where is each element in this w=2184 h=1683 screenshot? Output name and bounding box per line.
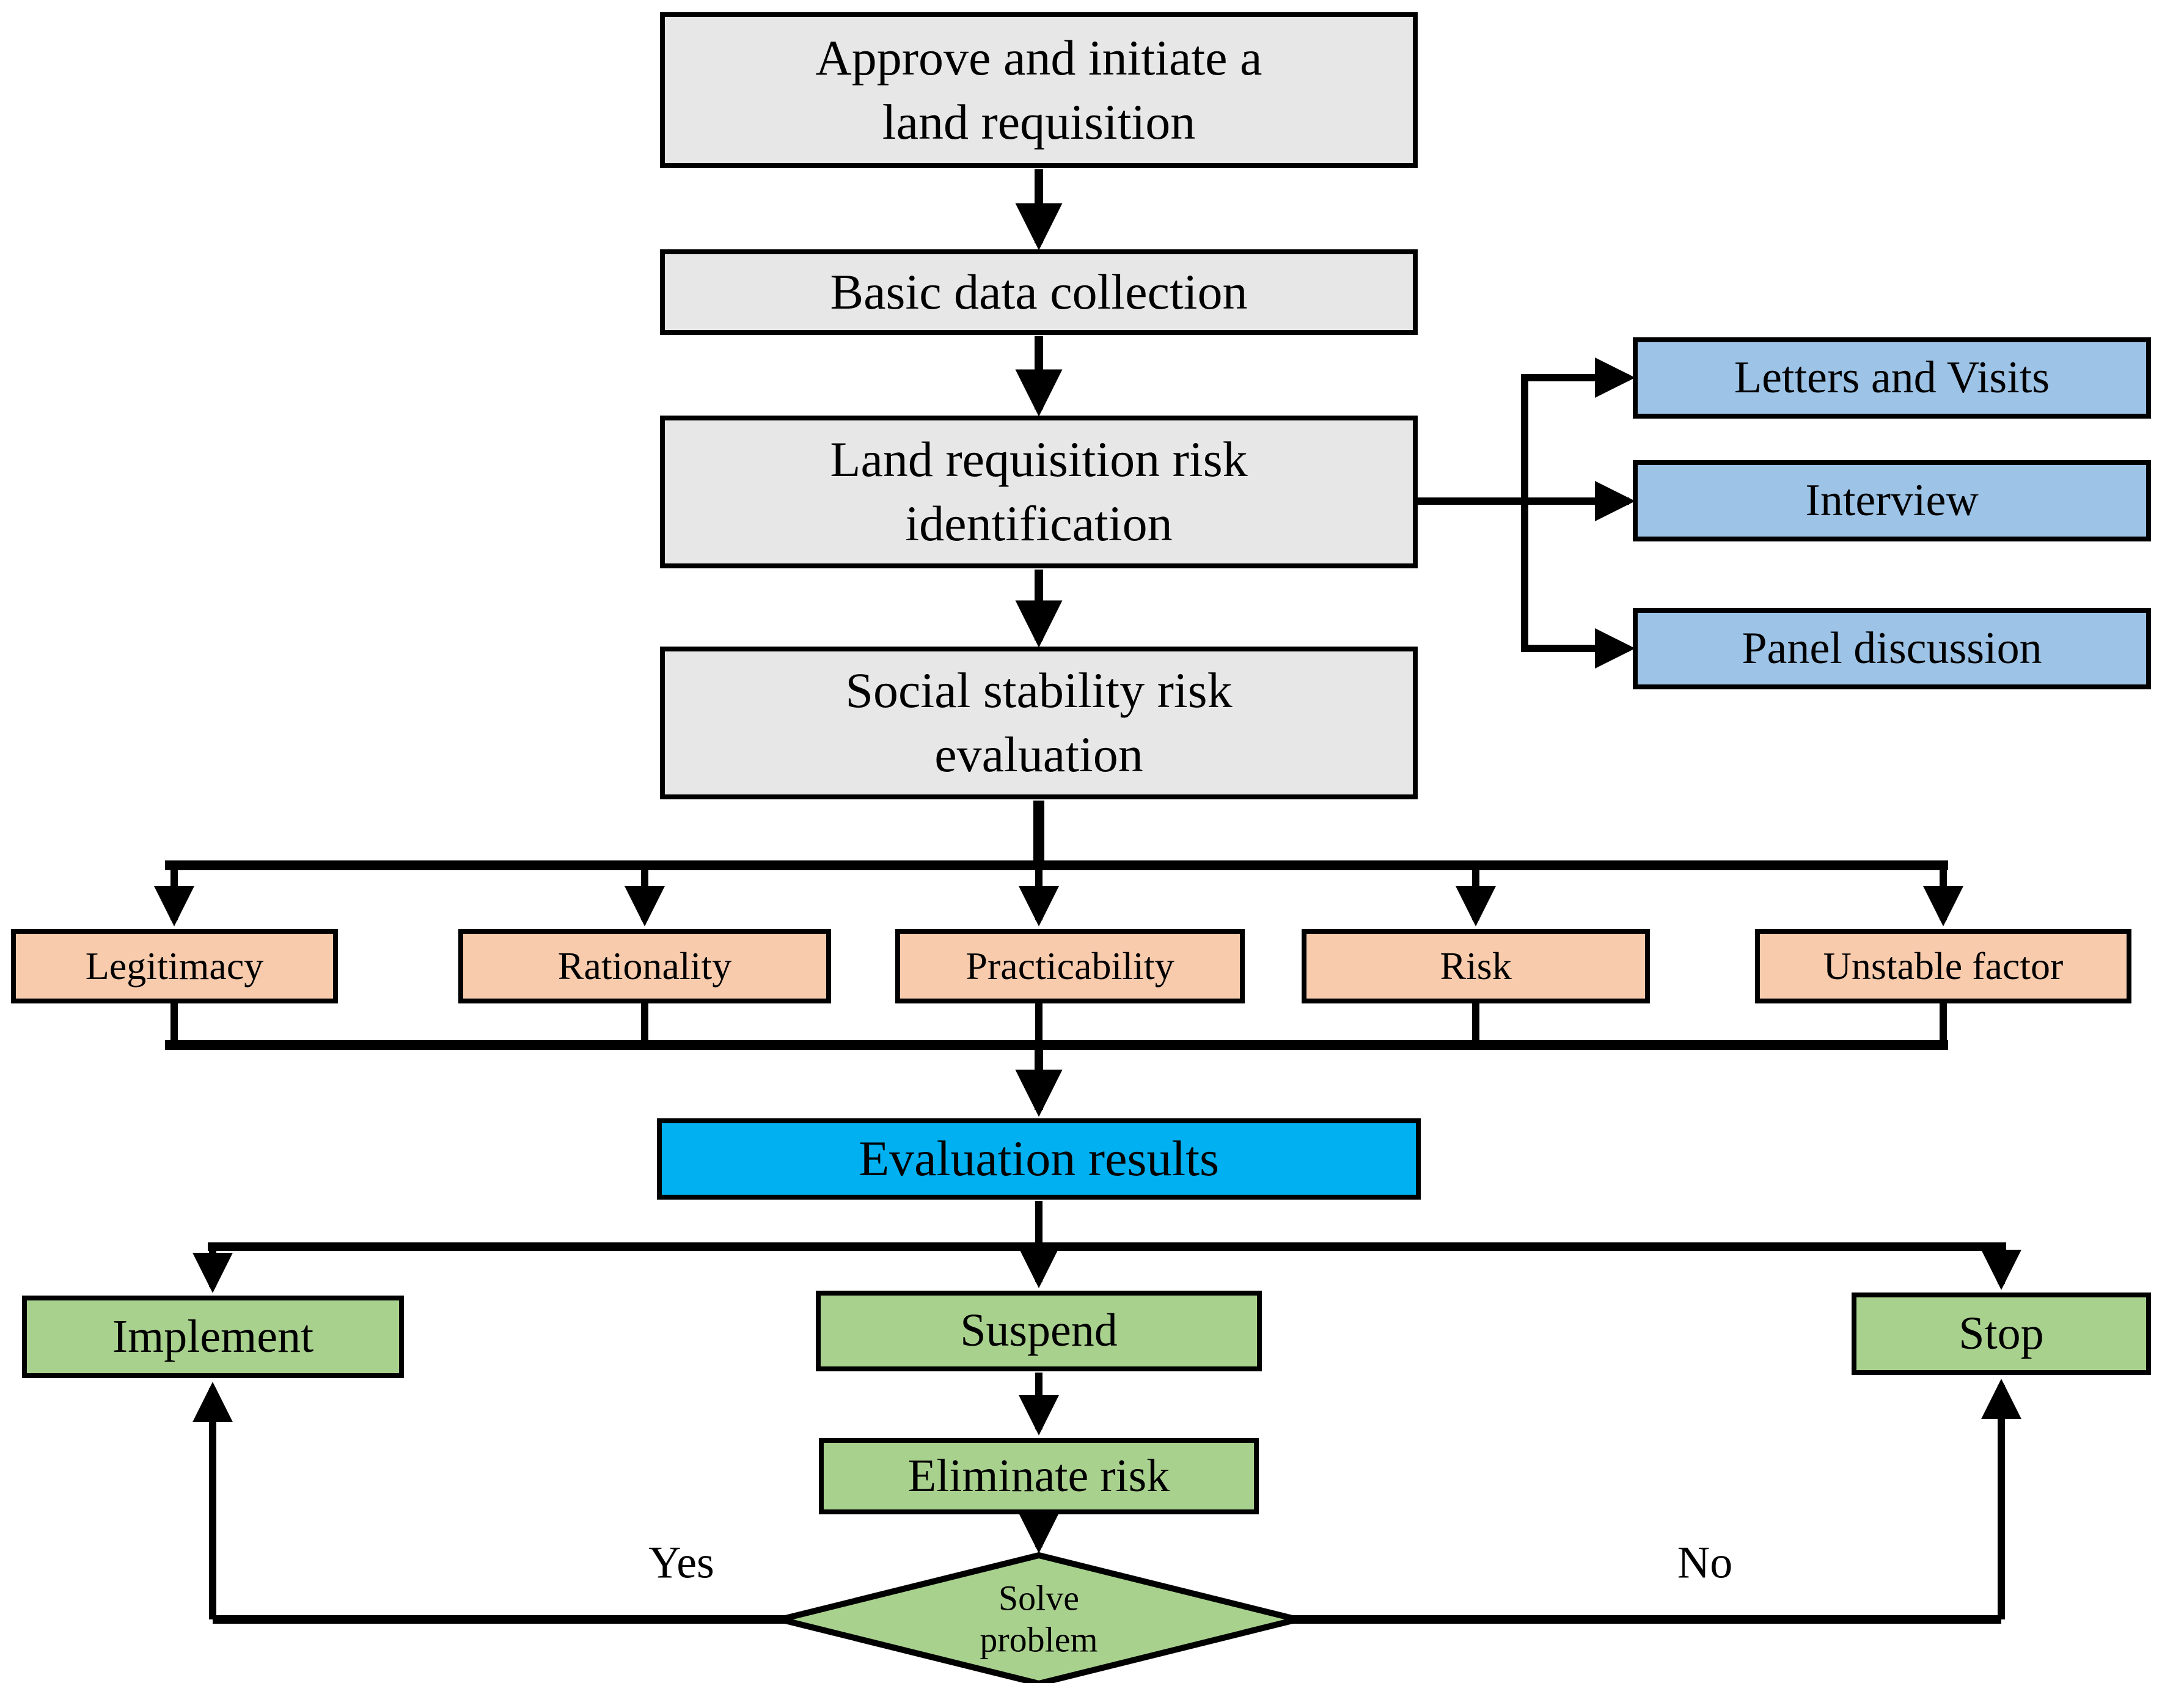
node-letters-and-visits: Letters and Visits	[1633, 337, 2151, 419]
node-implement: Implement	[22, 1296, 404, 1378]
node-basic-data-collection: Basic data collection	[660, 249, 1418, 335]
node-suspend: Suspend	[816, 1291, 1262, 1371]
node-risk-identification-label: Land requisition risk identification	[830, 431, 1248, 551]
node-approve-initiate: Approve and initiate a land requisition	[660, 12, 1418, 168]
node-evaluation-results-label: Evaluation results	[859, 1131, 1219, 1187]
node-rationality-label: Rationality	[557, 944, 732, 988]
node-rationality: Rationality	[458, 929, 831, 1003]
node-approve-initiate-label: Approve and initiate a land requisition	[815, 29, 1262, 150]
node-eliminate-risk: Eliminate risk	[819, 1438, 1259, 1514]
node-practicability-label: Practicability	[966, 944, 1174, 988]
edge-label-no: No	[1677, 1538, 1733, 1588]
node-social-stability-evaluation: Social stability risk evaluation	[660, 647, 1418, 799]
node-suspend-label: Suspend	[960, 1305, 1118, 1357]
node-unstable-factor: Unstable factor	[1755, 929, 2131, 1003]
node-practicability: Practicability	[895, 929, 1245, 1003]
node-legitimacy-label: Legitimacy	[85, 944, 264, 988]
edge-label-yes: Yes	[648, 1538, 714, 1588]
node-panel-discussion: Panel discussion	[1633, 608, 2151, 689]
node-implement-label: Implement	[112, 1310, 314, 1362]
node-unstable-factor-label: Unstable factor	[1823, 944, 2064, 988]
node-interview: Interview	[1633, 460, 2151, 541]
decision-solve-problem-shape	[779, 1552, 1299, 1683]
node-panel-discussion-label: Panel discussion	[1742, 623, 2042, 674]
node-stop-label: Stop	[1959, 1307, 2044, 1359]
decision-solve-problem-label: Solve problem	[980, 1578, 1098, 1660]
node-risk-identification: Land requisition risk identification	[660, 416, 1418, 568]
node-risk: Risk	[1302, 929, 1650, 1003]
node-basic-data-collection-label: Basic data collection	[830, 263, 1248, 320]
node-evaluation-results: Evaluation results	[657, 1118, 1421, 1200]
node-interview-label: Interview	[1805, 475, 1979, 526]
node-stop: Stop	[1852, 1292, 2151, 1375]
node-social-stability-evaluation-label: Social stability risk evaluation	[845, 662, 1233, 782]
node-eliminate-risk-label: Eliminate risk	[907, 1450, 1170, 1502]
node-letters-and-visits-label: Letters and Visits	[1734, 353, 2050, 403]
node-risk-label: Risk	[1440, 944, 1512, 988]
node-legitimacy: Legitimacy	[11, 929, 338, 1003]
